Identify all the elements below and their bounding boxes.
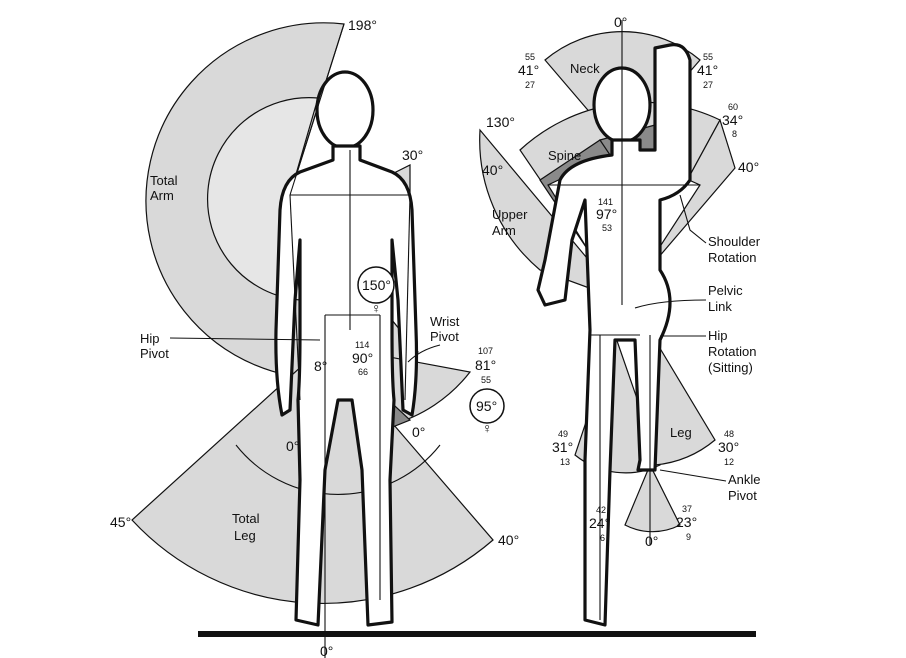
leg-inner-arc [235,444,441,495]
torso-min: 53 [602,223,612,233]
neck-left-max: 55 [525,52,535,62]
pelvis-max: 114 [355,340,369,350]
pelvic-link-pointer [634,299,707,309]
shoulder-rotation-label-2: Rotation [708,250,756,265]
upper-arm-label-1: Upper [492,207,528,222]
total-leg-label-2: Leg [234,528,256,543]
pelvis-min: 66 [358,367,368,377]
leg-label: Leg [670,425,692,440]
ankle-pivot-label-1: Ankle [728,472,761,487]
knee-left-value: 31° [552,439,573,455]
neck-right-value: 41° [697,62,718,78]
female-circle-150 [357,266,395,304]
shoulder-rotation-label-1: Shoulder [708,234,761,249]
hip-pivot-label-1: Hip [140,331,160,346]
spine-right-min: 8 [732,129,737,139]
shin-min: 6 [600,533,605,543]
side-top-zero: 0° [614,14,627,30]
spine-right-max: 60 [728,102,738,112]
ankle-sector [624,463,681,533]
arm-top-angle: 198° [348,17,377,33]
female-symbol-1: ♀ [371,300,382,316]
total-arm-label-1: Total [150,173,178,188]
wrist-max: 107 [478,346,493,356]
ankle-value: 23° [676,514,697,530]
leg-bottom-zero: 0° [320,643,333,658]
neck-left-value: 41° [518,62,539,78]
hip-rotation-label-1: Hip [708,328,728,343]
knee-left-max: 49 [558,429,568,439]
shoulder-rotation-pointer [679,194,707,244]
hip-angle: 8° [314,358,327,374]
hip-rotation-label-2: Rotation [708,344,756,359]
female-circle-150-value: 150° [362,277,391,293]
wrist-pivot-label-2: Pivot [430,329,459,344]
hip-pivot-pointer [169,337,321,341]
side-figure [536,20,700,627]
ground-line [198,631,756,637]
side-right-40: 40° [738,159,759,175]
neck-right-min: 27 [703,80,713,90]
ankle-pivot-pointer [659,469,727,482]
female-circle-95 [469,388,505,424]
spine-label: Spine [548,148,581,163]
pelvic-link-label-2: Link [708,299,732,314]
knee-left-min: 13 [560,457,570,467]
wrist-pivot-label-1: Wrist [430,314,460,329]
neck-left-min: 27 [525,80,535,90]
torso-max: 141 [598,197,613,207]
total-arm-label-2: Arm [150,188,174,203]
leg-right-zero: 0° [412,424,425,440]
front-figure [274,23,419,658]
wrist-value: 81° [475,357,496,373]
total-leg-label-1: Total [232,511,260,526]
spine-right-value: 34° [722,112,743,128]
female-circle-95-value: 95° [476,398,497,414]
leg-right-value: 30° [718,439,739,455]
wrist-pivot-pointer [407,344,441,363]
shin-value: 24° [589,515,610,531]
wrist-min: 55 [481,375,491,385]
leg-sector [654,337,716,466]
leg-right-min: 12 [724,457,734,467]
female-symbol-2: ♀ [482,420,493,436]
leg-left-limit: 45° [110,514,131,530]
neck-label: Neck [570,61,600,76]
pelvis-value: 90° [352,350,373,366]
leg-right-limit: 40° [498,532,519,548]
torso-value: 97° [596,206,617,222]
hip-rotation-label-3: (Sitting) [708,360,753,375]
ankle-max: 37 [682,504,692,514]
ankle-zero: 0° [645,533,658,549]
shoulder-angle: 30° [402,147,423,163]
leg-left-zero: 0° [286,438,299,454]
upper-arm-limit: 130° [486,114,515,130]
shin-max: 42 [596,505,606,515]
ankle-pivot-label-2: Pivot [728,488,757,503]
upper-arm-label-2: Arm [492,223,516,238]
side-left-40: 40° [482,162,503,178]
leg-right-max: 48 [724,429,734,439]
hip-pivot-label-2: Pivot [140,346,169,361]
pelvic-link-label-1: Pelvic [708,283,743,298]
ankle-min: 9 [686,532,691,542]
neck-right-max: 55 [703,52,713,62]
